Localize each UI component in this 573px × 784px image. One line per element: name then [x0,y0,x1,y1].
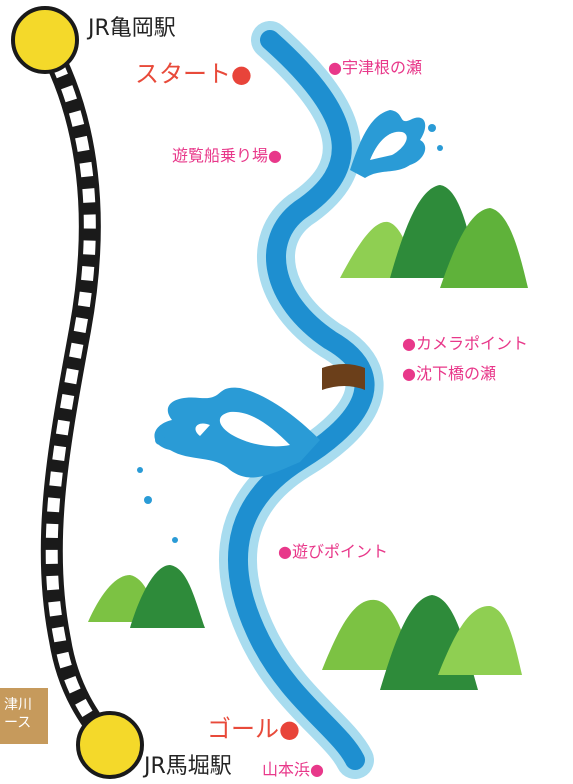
mountains-lower-left [88,565,205,628]
point-utsune: ●宇津根の瀬 [328,58,422,77]
course-tag-line2: ース [4,715,32,731]
start-label: スタート● [135,60,252,88]
mountains-lower-right [322,595,522,690]
sunken-bridge [322,364,365,390]
rapids-splash-upper [350,110,443,178]
mountains-upper [340,185,528,288]
station-kameoka [11,6,79,74]
point-asobi: ●遊びポイント [278,542,388,561]
course-tag: 津川 ース [0,688,48,744]
river [218,21,384,779]
course-tag-line1: 津川 [4,697,32,713]
point-camera: ●カメラポイント [402,334,528,353]
goal-label: ゴール● [207,715,300,743]
rapids-splash-lower [137,387,320,543]
point-chinka: ●沈下橋の瀬 [402,364,496,383]
point-boarding: 遊覧船乗り場● [172,146,282,165]
station-label-umahori: JR馬堀駅 [144,754,232,779]
station-umahori [76,711,144,779]
railway-line [34,29,121,756]
station-label-kameoka: JR亀岡駅 [88,16,176,41]
point-yamamotohama: 山本浜● [262,760,324,779]
